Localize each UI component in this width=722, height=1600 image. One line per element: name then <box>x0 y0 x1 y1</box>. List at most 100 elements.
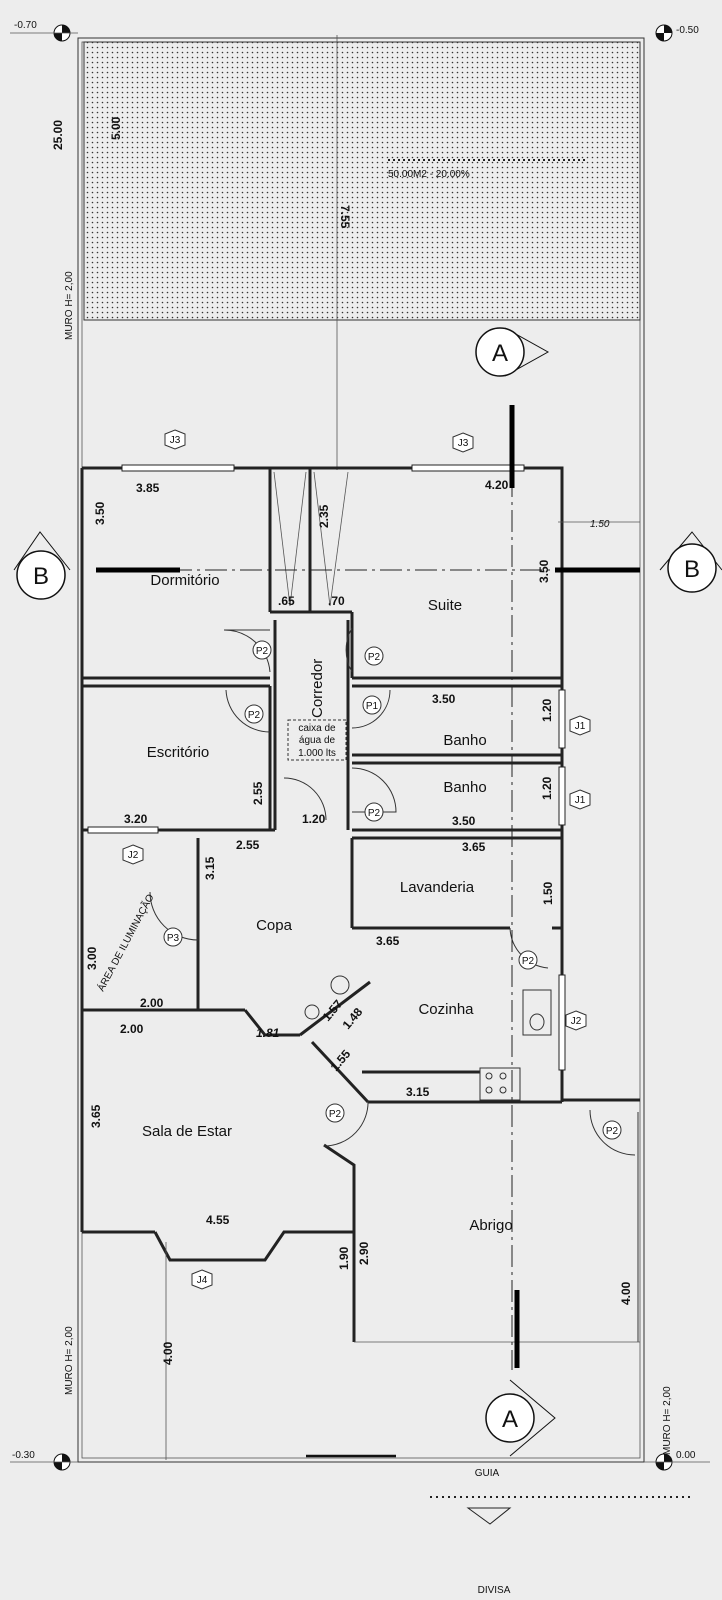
dim-diag-1: 1.81 <box>256 1026 280 1040</box>
yard-area: 50.00M2 - 20.00% <box>388 169 470 180</box>
dim-suite-w: 4.20 <box>485 478 509 492</box>
dim-diag-4: 1.55 <box>328 1047 354 1074</box>
window-tag: J2 <box>122 844 144 865</box>
door-tags: P2 P2 P2 P1 P2 P3 P2 P2 P2 <box>163 640 622 1140</box>
svg-text:J4: J4 <box>197 1275 208 1286</box>
svg-text:J2: J2 <box>571 1016 582 1027</box>
level-top-left: -0.70 <box>14 20 37 31</box>
dim-corr-w: 1.20 <box>302 812 326 826</box>
section-marker-b-left: B <box>13 531 71 600</box>
svg-text:J3: J3 <box>458 438 469 449</box>
dim-coz-w: 3.15 <box>406 1085 430 1099</box>
dim-copa-h: 3.15 <box>203 856 217 880</box>
dim-diag-3: 1.48 <box>340 1005 366 1032</box>
lot-outline <box>77 37 645 1463</box>
dim-ilum-w: 2.00 <box>140 996 164 1010</box>
room-cozinha: Cozinha <box>418 1001 474 1018</box>
svg-text:P2: P2 <box>606 1126 619 1137</box>
window-tags: J3 J3 J1 J1 J2 J2 J4 <box>122 429 591 1290</box>
room-suite: Suite <box>428 597 462 614</box>
level-marker-top-left: -0.70 <box>10 20 78 42</box>
water-tank: caixa de água de 1.000 lts <box>287 719 347 761</box>
guia-label: GUIA <box>475 1468 500 1479</box>
divisa-label: DIVISA <box>478 1585 511 1596</box>
dim-suite-h: 3.50 <box>537 559 551 583</box>
dim-dorm-h: 3.50 <box>93 501 107 525</box>
dim-5: 5.00 <box>109 116 123 140</box>
window-tag: J3 <box>452 432 474 453</box>
door-tag: P2 <box>602 1120 622 1140</box>
level-marker-bottom-right: 0.00 <box>644 1450 710 1471</box>
house-walls <box>80 466 640 1343</box>
dim-755: 7.55 <box>338 205 352 229</box>
level-marker-top-right: -0.50 <box>655 24 699 42</box>
closets <box>273 471 349 607</box>
room-lavanderia: Lavanderia <box>400 879 475 896</box>
door-tag: P2 <box>252 640 272 660</box>
svg-text:J1: J1 <box>575 721 586 732</box>
kitchen-fixtures <box>304 975 552 1101</box>
dim-closet-right: .70 <box>328 594 345 608</box>
muro-right-bottom: MURO H= 2,00 <box>662 1386 673 1455</box>
section-b-left-label: B <box>33 563 49 590</box>
svg-text:P1: P1 <box>366 701 379 712</box>
section-marker-a-bottom: A <box>485 1379 556 1457</box>
muro-left-top: MURO H= 2,00 <box>64 271 75 340</box>
door-tag: P2 <box>518 950 538 970</box>
svg-text:J3: J3 <box>170 435 181 446</box>
dim-copa-w: 2.55 <box>236 838 260 852</box>
dim-abr-h: 4.00 <box>619 1281 633 1305</box>
dim-sala-h: 3.65 <box>89 1104 103 1128</box>
dim-side: 1.50 <box>590 519 610 530</box>
svg-text:P2: P2 <box>368 652 381 663</box>
door-swings <box>149 627 636 1156</box>
dim-banho2-w: 3.50 <box>452 814 476 828</box>
permeable-area <box>83 41 641 321</box>
svg-text:P2: P2 <box>256 646 269 657</box>
room-abrigo: Abrigo <box>469 1217 512 1234</box>
dim-abr-a: 1.90 <box>337 1246 351 1270</box>
section-b-right-label: B <box>684 556 700 583</box>
dim-dorm-w: 3.85 <box>136 481 160 495</box>
muro-left-bottom: MURO H= 2,00 <box>64 1326 75 1395</box>
level-top-right: -0.50 <box>676 25 699 36</box>
dim-closet-h: 2.35 <box>317 504 331 528</box>
room-escritorio: Escritório <box>147 744 210 761</box>
window-tag: J1 <box>569 715 591 736</box>
level-bottom-left: -0.30 <box>12 1450 35 1461</box>
window-tag: J3 <box>164 429 186 450</box>
dim-escr-w: 3.20 <box>124 812 148 826</box>
svg-text:P3: P3 <box>167 933 180 944</box>
svg-text:P2: P2 <box>329 1109 342 1120</box>
svg-text:P2: P2 <box>248 710 261 721</box>
dim-25: 25.00 <box>51 120 65 150</box>
dim-closet-left: .65 <box>278 594 295 608</box>
level-marker-bottom-left: -0.30 <box>10 1450 78 1471</box>
door-tag: P1 <box>362 695 382 715</box>
window-tag: J1 <box>569 789 591 810</box>
dim-escr-h: 2.55 <box>251 781 265 805</box>
area-iluminacao: ÁREA DE ILUMINAÇÃO <box>94 891 156 993</box>
dim-abr-b: 2.90 <box>357 1241 371 1265</box>
svg-text:J1: J1 <box>575 795 586 806</box>
divisa-arrow <box>466 1507 512 1525</box>
dim-banho1-w: 3.50 <box>432 692 456 706</box>
dim-lav-w-top: 3.65 <box>462 840 486 854</box>
door-tag: P2 <box>325 1103 345 1123</box>
section-a-bottom-label: A <box>502 1406 518 1433</box>
tank-line-3: 1.000 lts <box>298 748 336 759</box>
level-bottom-right: 0.00 <box>676 1450 696 1461</box>
door-tag: P3 <box>163 927 183 947</box>
door-tag: P2 <box>364 646 384 666</box>
dim-ilum-h: 3.00 <box>85 946 99 970</box>
dimensions: 3.85 3.50 .65 2.35 .70 4.20 3.50 1.50 3.… <box>85 478 640 1460</box>
dim-lav-h: 1.50 <box>541 881 555 905</box>
dim-banho1-h: 1.20 <box>540 698 554 722</box>
section-marker-b-right: B <box>659 531 722 593</box>
svg-text:J2: J2 <box>128 850 139 861</box>
dim-lav-w-bottom: 3.65 <box>376 934 400 948</box>
room-dormitorio: Dormitório <box>150 572 219 589</box>
dim-banho2-h: 1.20 <box>540 776 554 800</box>
room-banho-1: Banho <box>443 732 486 749</box>
room-banho-2: Banho <box>443 779 486 796</box>
